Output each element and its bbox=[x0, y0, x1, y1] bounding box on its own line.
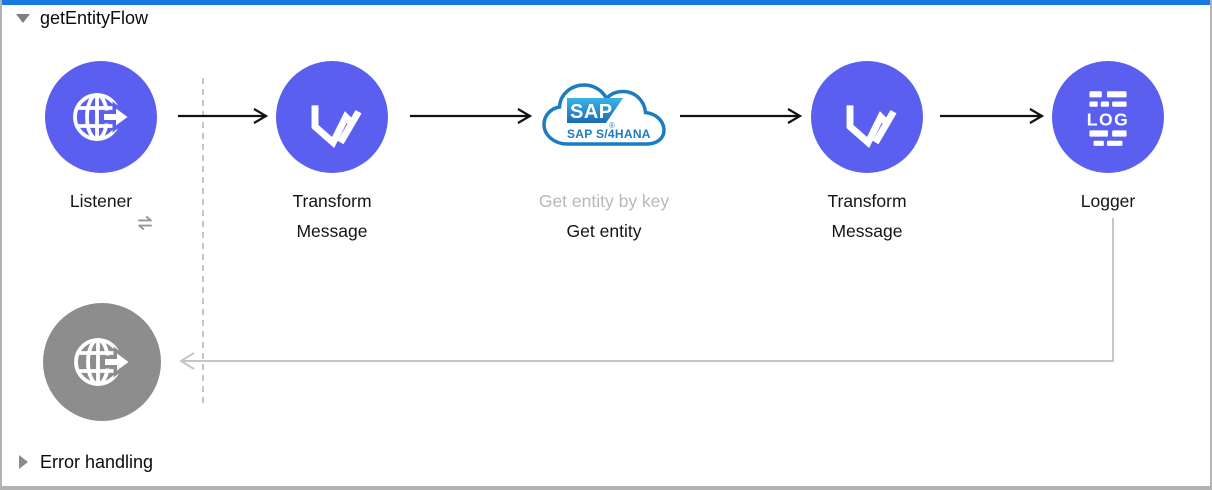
sap-logo-shape bbox=[567, 98, 623, 123]
flow-connector-arrow-2 bbox=[410, 108, 533, 124]
flow-connector-arrow-1 bbox=[178, 108, 269, 124]
globe-arrow-icon bbox=[74, 338, 135, 386]
collapse-flow-icon[interactable] bbox=[16, 14, 30, 23]
response-connector-arrow bbox=[179, 218, 1114, 370]
flow-connector-arrow-3 bbox=[680, 108, 803, 124]
sap-s4hana-cloud-icon[interactable]: SAP ® SAP S/4HANA bbox=[539, 80, 669, 156]
flow-title[interactable]: getEntityFlow bbox=[40, 8, 149, 28]
dataweave-icon bbox=[311, 105, 362, 149]
sap-registered-mark: ® bbox=[609, 121, 615, 130]
listener-node[interactable] bbox=[45, 61, 159, 237]
http-source-badge bbox=[130, 208, 159, 237]
transform-message-label-2: Transform Message bbox=[827, 191, 907, 241]
error-handling-label[interactable]: Error handling bbox=[40, 452, 154, 472]
listener-label: Listener bbox=[69, 191, 133, 211]
transform-message-node-2[interactable] bbox=[811, 61, 923, 173]
sap-node-label: Get entity bbox=[566, 221, 642, 241]
sap-product-text: SAP S/4HANA bbox=[567, 127, 651, 141]
transform-message-node-1[interactable] bbox=[276, 61, 388, 173]
flow-selection-highlight bbox=[2, 0, 1210, 5]
response-node[interactable] bbox=[43, 303, 161, 421]
dataweave-icon bbox=[846, 105, 897, 149]
log-icon: LOG bbox=[1087, 91, 1130, 146]
logger-node[interactable]: LOG bbox=[1052, 61, 1164, 173]
expand-error-handling-icon[interactable] bbox=[19, 455, 28, 469]
flow-connector-arrow-4 bbox=[940, 108, 1045, 124]
globe-arrow-icon bbox=[73, 93, 134, 141]
transform-message-label-1: Transform Message bbox=[292, 191, 372, 241]
sap-operation-label: Get entity by key bbox=[538, 191, 670, 211]
swap-arrows-icon bbox=[137, 215, 152, 230]
log-icon-text: LOG bbox=[1087, 109, 1130, 129]
sap-logo-text: SAP bbox=[570, 101, 613, 123]
logger-label: Logger bbox=[1080, 191, 1136, 211]
